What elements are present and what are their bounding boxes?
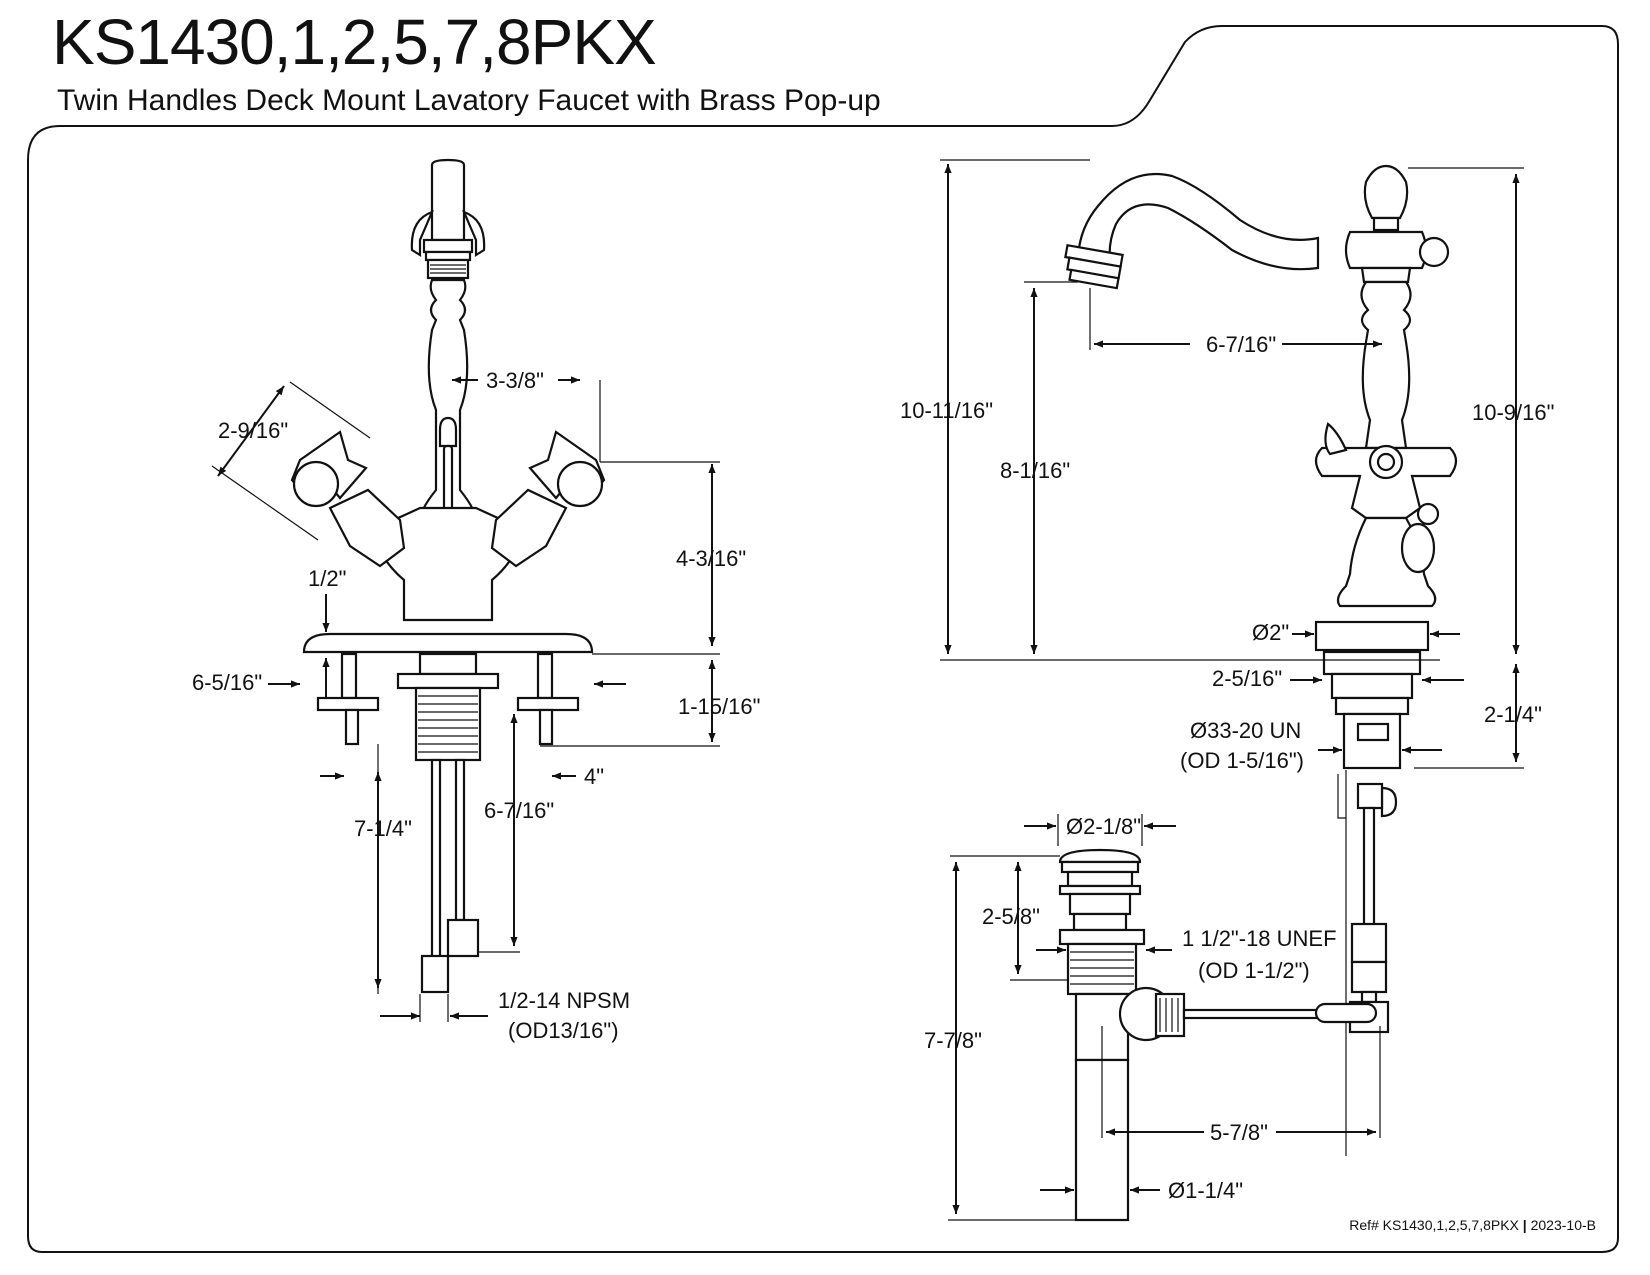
sheet-frame [27, 25, 1619, 1253]
model-title: KS1430,1,2,5,7,8PKX [52, 6, 657, 78]
product-description: Twin Handles Deck Mount Lavatory Faucet … [57, 84, 881, 117]
side-view-faucet [1064, 164, 1458, 1156]
front-view-dimensions [211, 376, 720, 1022]
dim-plate-width: 6-5/16" [192, 670, 263, 695]
dim-inlet-od: (OD13/16") [508, 1018, 619, 1043]
dim-spout-height: 8-1/16" [1000, 458, 1071, 483]
dim-shank-length: 1-15/16" [678, 694, 761, 719]
dim-body-height: 10-9/16" [1472, 400, 1555, 425]
reference-footer: Ref# KS1430,1,2,5,7,8PKX | 2023-10-B [1349, 1216, 1596, 1234]
dim-total-height: 10-11/16" [900, 398, 994, 423]
dim-inlet-depth-inner: 6-7/16" [484, 798, 555, 823]
drain-assembly [1058, 848, 1378, 1222]
dim-drain-total-height: 7-7/8" [924, 1028, 982, 1053]
dim-drain-thread-od: (OD 1-1/2") [1198, 958, 1310, 983]
dim-inlet-depth-outer: 7-1/4" [354, 816, 412, 841]
dim-flange-diameter: Ø2-1/8" [1066, 814, 1142, 839]
ref-revision: 2023-10-B [1530, 1217, 1596, 1233]
dim-tail-diameter: Ø1-1/4" [1168, 1178, 1244, 1203]
ref-label: Ref# KS1430,1,2,5,7,8PKX [1349, 1217, 1519, 1233]
dim-handle-height: 4-3/16" [676, 546, 747, 571]
front-view-faucet [290, 158, 606, 994]
dim-spacing: 4" [584, 764, 605, 789]
dim-shank-od: (OD 1-5/16") [1180, 748, 1304, 773]
dim-drain-top-height: 2-5/8" [982, 904, 1040, 929]
dim-rod-distance: 5-7/8" [1210, 1120, 1268, 1145]
dim-base-diameter: Ø2" [1252, 620, 1290, 645]
dim-plate-thickness: 1/2" [308, 566, 347, 591]
dim-handle-offset: 3-3/8" [486, 368, 544, 393]
dim-shank-length-side: 2-1/4" [1484, 702, 1542, 727]
side-view-dimensions [940, 159, 1524, 1221]
dim-shank-width: 2-5/16" [1212, 666, 1283, 691]
dim-spout-reach: 6-7/16" [1206, 332, 1277, 357]
dim-inlet-thread: 1/2-14 NPSM [498, 988, 631, 1013]
dim-handle-size: 2-9/16" [218, 418, 289, 443]
dim-shank-thread: Ø33-20 UN [1190, 718, 1302, 743]
ref-separator: | [1522, 1217, 1527, 1233]
dim-drain-thread: 1 1/2"-18 UNEF [1182, 926, 1337, 951]
